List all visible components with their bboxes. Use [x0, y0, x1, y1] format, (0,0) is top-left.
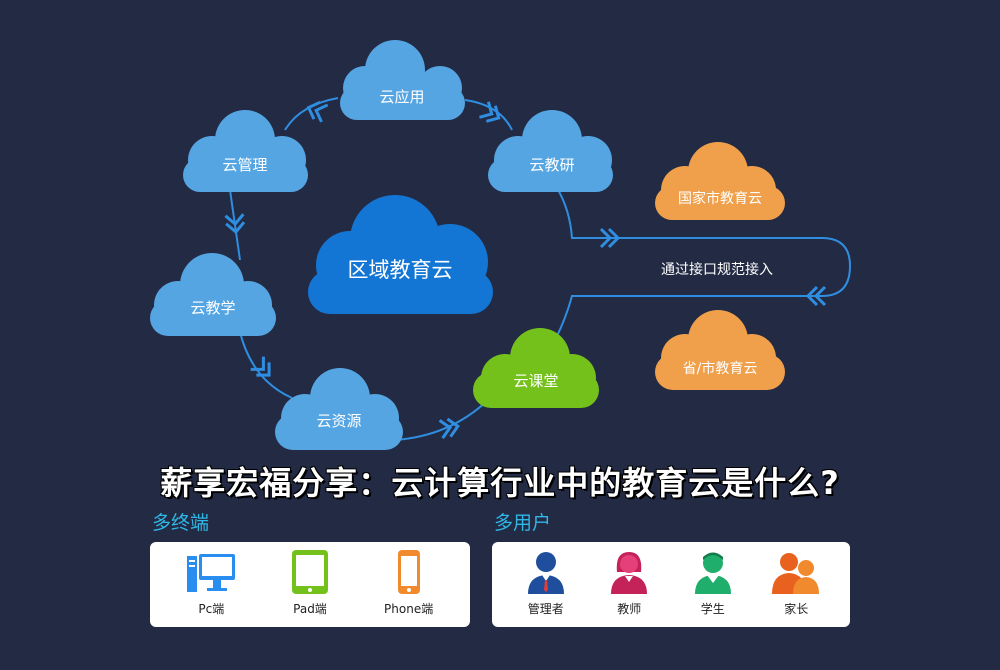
terminal-item-pc: Pc端	[171, 548, 251, 617]
cloud-provincial: 省/市教育云	[655, 310, 785, 390]
user-label: 教师	[617, 602, 642, 616]
cloud-management-label: 云管理	[222, 156, 267, 174]
terminals-heading: 多终端	[152, 512, 210, 534]
terminal-label: Phone端	[384, 602, 434, 616]
cloud-resources-label: 云资源	[316, 412, 361, 430]
users-panel: 管理者 教师 学生 家长	[492, 542, 850, 627]
cloud-management: 云管理	[183, 110, 308, 192]
cloud-research-label: 云教研	[529, 156, 574, 174]
terminal-label: Pad端	[293, 602, 327, 616]
phone-icon	[397, 550, 420, 594]
parent-icon	[772, 553, 820, 594]
user-item-student: 学生	[673, 548, 753, 617]
user-label: 家长	[784, 602, 809, 616]
user-label: 管理者	[527, 602, 564, 616]
terminal-label: Pc端	[198, 602, 225, 616]
connector-label: 通过接口规范接入	[661, 261, 773, 278]
cloud-research: 云教研	[488, 110, 613, 192]
cloud-teaching: 云教学	[150, 253, 276, 336]
cloud-national: 国家市教育云	[655, 142, 785, 220]
terminal-item-phone: Phone端	[369, 548, 449, 617]
cloud-national-label: 国家市教育云	[678, 190, 762, 207]
manager-icon	[527, 552, 564, 594]
user-item-manager: 管理者	[506, 548, 586, 617]
cloud-provincial-label: 省/市教育云	[683, 360, 758, 377]
user-label: 学生	[700, 602, 725, 616]
page-title: 薪享宏福分享：云计算行业中的教育云是什么?	[160, 464, 840, 502]
cloud-classroom-label: 云课堂	[513, 372, 558, 390]
teacher-icon	[611, 552, 648, 594]
education-cloud-diagram: 云应用 云管理 云教研 区域教育云 云教学 云资源	[150, 40, 852, 450]
cloud-app-label: 云应用	[379, 88, 424, 106]
user-item-parent: 家长	[756, 548, 836, 617]
cloud-teaching-label: 云教学	[190, 299, 235, 317]
terminal-item-pad: Pad端	[270, 548, 350, 617]
cloud-center: 区域教育云	[308, 195, 493, 314]
student-icon	[694, 552, 731, 594]
tablet-icon	[291, 550, 328, 594]
cloud-app: 云应用	[340, 40, 465, 120]
desktop-computer-icon	[187, 554, 236, 592]
cloud-resources: 云资源	[275, 368, 403, 450]
cloud-classroom: 云课堂	[473, 328, 599, 408]
users-heading: 多用户	[494, 512, 552, 534]
terminals-panel: Pc端 Pad端 Phone端	[150, 542, 470, 627]
user-item-teacher: 教师	[589, 548, 669, 617]
cloud-center-label: 区域教育云	[348, 258, 453, 282]
